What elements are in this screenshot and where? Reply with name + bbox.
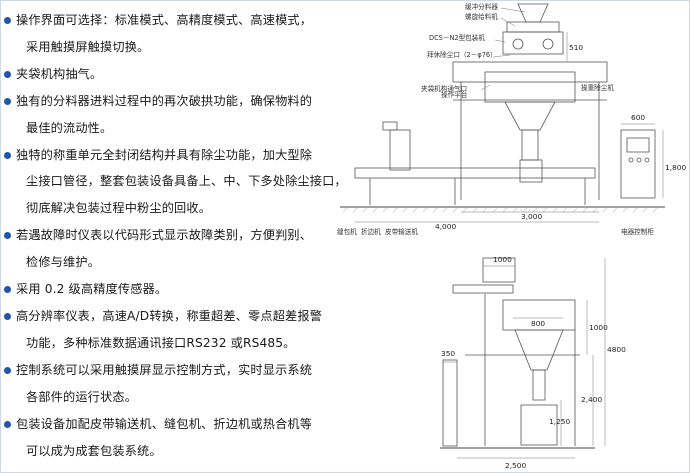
feature-item: 若遇故障时仪表以代码形式显示故障类别，方便判别、 检修与维护。 [2, 222, 330, 276]
top-hopper-shape [482, 257, 516, 283]
bullet-icon [4, 97, 11, 105]
feature-text: 操作界面可选择：标准模式、高精度模式、高速模式， [16, 13, 313, 27]
cabinet-screen [626, 137, 650, 153]
technical-drawings: 缓冲分料器 螺旋给料机 DCS－N2型包装机 拜休除尘口（2－φ76） 夹袋机构… [335, 0, 688, 473]
feature-text: 检修与维护。 [26, 255, 101, 270]
cabinet-button [628, 157, 634, 163]
feature-item: 包装设备加配皮带输送机、缝包机、折边机或热合机等 可以成为成套包装系统。 [2, 411, 330, 465]
top-drawing: 缓冲分料器 螺旋给料机 DCS－N2型包装机 拜休除尘口（2－φ76） 夹袋机构… [337, 2, 686, 236]
discharge-cone [504, 101, 556, 131]
bottom-drawing: 1000 800 1000 4800 2,400 350 1,250 2,500 [440, 255, 626, 470]
bag-bottom [520, 404, 558, 446]
bullet-icon [4, 17, 11, 24]
label-cabinet: 电器控制柜 [621, 227, 654, 236]
spout-bottom [532, 369, 546, 401]
bullet-icon [4, 151, 11, 159]
feature-text: 最佳的流动性。 [26, 120, 113, 135]
feature-text: 若遇故障时仪表以代码形式显示故障类别，方便判别、 [16, 228, 313, 243]
dim-350: 350 [441, 349, 455, 358]
bullet-icon [4, 286, 11, 294]
feature-text: 高分辨率仪表，高速A/D转换，称重超差、零点超差报警 [16, 308, 323, 323]
buffer-hopper-shape [517, 3, 549, 23]
dim-510: 510 [569, 43, 583, 52]
label-screw-feeder: 螺旋给料机 [465, 12, 498, 21]
screw-feeder-side [452, 284, 514, 294]
cabinet-button [636, 157, 642, 163]
dim-4800: 4800 [607, 345, 626, 354]
bullet-icon [4, 312, 11, 320]
dim-1800: 1,800 [665, 163, 686, 172]
weigh-unit-shape [484, 71, 576, 103]
packer-wheel-right [542, 38, 554, 50]
bag-shape [519, 159, 543, 183]
column-left [442, 359, 458, 447]
dim-2500: 2,500 [505, 461, 526, 470]
label-folding: 折边机 [361, 227, 381, 236]
feature-text: 彻底解决包装过程中粉尘的回收。 [26, 201, 212, 216]
dim-2400: 2,400 [581, 395, 602, 404]
feature-text: 控制系统可以采用触摸屏显示控制方式，实时显示系统 [16, 362, 313, 377]
control-cabinet-shape [620, 129, 656, 199]
dim-1000-top: 1000 [493, 255, 512, 264]
screw-feeder-shape [506, 21, 560, 33]
label-clamp-vent: 夹袋机构通气口 [421, 84, 467, 93]
packer-wheel-left [512, 38, 524, 50]
label-dust-port: 拜休除尘口（2－φ76） [427, 50, 497, 59]
feature-item: 操作界面可选择：标准模式、高精度模式、高速模式， 采用触摸屏触摸切换。 [2, 7, 330, 61]
feature-item: 独特的称重单元全封闭结构并具有除尘功能，加大型除 尘接口管径，整套包装设备具备上… [2, 142, 347, 223]
feature-text: 夹袋机构抽气。 [16, 66, 103, 81]
label-sewing: 缝包机 [337, 227, 357, 236]
bullet-icon [4, 366, 11, 374]
bag-clamp-shape [521, 129, 539, 161]
feature-list: 操作界面可选择：标准模式、高精度模式、高速模式， 采用触摸屏触摸切换。 夹袋机构… [2, 7, 347, 465]
dim-800: 800 [531, 319, 545, 328]
drawing-canvas: 缓冲分料器 螺旋给料机 DCS－N2型包装机 拜休除尘口（2－φ76） 夹袋机构… [337, 2, 686, 470]
dim-3000: 3,000 [521, 212, 542, 221]
feature-item: 采用 0.2 级高精度传感器。 [2, 276, 330, 303]
label-platform: 操作平台 [441, 90, 468, 99]
feature-item: 独有的分料器进料过程中的再次破拱功能，确保物料的 最佳的流动性。 [2, 88, 330, 142]
feature-item: 夹袋机构抽气。 [2, 61, 330, 88]
cabinet-button [644, 157, 650, 163]
feature-text: 功能，多种标准数据通讯接口RS232 或RS485。 [26, 335, 296, 350]
dim-1250: 1,250 [549, 417, 570, 426]
label-conveyor: 皮带输送机 [385, 227, 418, 236]
packer-head-shape [502, 31, 564, 55]
bullet-icon [4, 232, 11, 240]
feature-text: 采用触摸屏触摸切换。 [26, 39, 150, 54]
cone-bottom [514, 329, 564, 371]
label-weigh-platform: 操重除尘机 [581, 83, 614, 92]
feature-text: 可以成为成套包装系统。 [26, 443, 162, 458]
feature-text: 采用 0.2 级高精度传感器。 [16, 282, 168, 297]
label-packer: DCS－N2型包装机 [429, 33, 485, 42]
bullet-icon [4, 70, 11, 78]
dim-4000: 4,000 [435, 222, 456, 231]
label-buffer-hopper: 缓冲分料器 [465, 2, 498, 11]
sewing-head-shape [382, 121, 398, 131]
feature-text: 尘接口管径，整套包装设备具备上、中、下多处除尘接口， [26, 174, 347, 189]
conveyor-shape [354, 167, 596, 179]
feature-item: 高分辨率仪表，高速A/D转换，称重超差、零点超差报警 功能，多种标准数据通讯接口… [2, 303, 330, 357]
feature-text: 包装设备加配皮带输送机、缝包机、折边机或热合机等 [16, 416, 313, 431]
feature-text: 独有的分料器进料过程中的再次破拱功能，确保物料的 [16, 93, 313, 108]
feature-item: 控制系统可以采用触摸屏显示控制方式，实时显示系统 各部件的运行状态。 [2, 357, 330, 411]
dim-1000-side: 1000 [589, 323, 608, 332]
platform-shape [452, 61, 608, 83]
feature-text: 独特的称重单元全封闭结构并具有除尘功能，加大型除 [16, 147, 313, 162]
ground-hatch [342, 206, 659, 213]
sewing-machine-shape [389, 129, 411, 171]
feature-text: 各部件的运行状态。 [26, 389, 138, 404]
bullet-icon [4, 420, 11, 428]
dim-600: 600 [631, 113, 645, 122]
